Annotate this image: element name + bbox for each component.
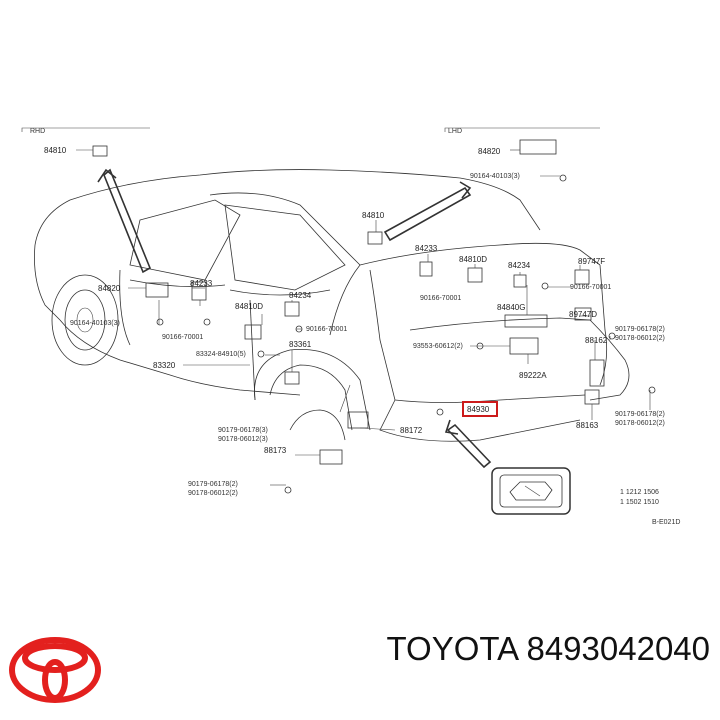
car-body-outline — [34, 169, 630, 442]
part-label: 84233 — [415, 244, 438, 253]
part-label: 84810 — [362, 211, 385, 220]
part-label: 84810 — [44, 146, 67, 155]
part-label: 89747F — [578, 257, 605, 266]
note-label: 90164-40103(3) — [70, 320, 120, 327]
highlighted-part-label: 84930 — [467, 405, 490, 414]
part-label: 84840G — [497, 303, 525, 312]
corner-label-left: RHD — [30, 128, 45, 135]
part-label: 84820 — [478, 147, 501, 156]
part-label: 88173 — [264, 446, 287, 455]
legend-line: 1 1212 1506 — [620, 489, 659, 496]
inset-detail — [491, 467, 571, 515]
part-label: 88172 — [400, 426, 423, 435]
note-label: 90178-06012(2) — [615, 335, 665, 342]
note-labels: 90164-40103(3) 90166-70001 83324-84910(5… — [70, 173, 665, 497]
note-label: 90166-70001 — [162, 334, 203, 341]
note-label: 90166-70001 — [420, 295, 461, 302]
part-label: 84810D — [459, 255, 487, 264]
part-number: 8493042040 — [526, 630, 710, 667]
part-label: 83361 — [289, 340, 312, 349]
highlight-box — [462, 401, 498, 417]
callout-arrows — [97, 168, 492, 469]
part-label: 88162 — [585, 336, 608, 345]
part-label: 83320 — [153, 361, 176, 370]
part-label: 84234 — [289, 291, 312, 300]
corner-bracket-right: LHD — [444, 127, 600, 135]
brand-name: TOYOTA — [386, 630, 518, 667]
note-label: 90179-06178(3) — [218, 427, 268, 434]
part-label: 89222A — [519, 371, 547, 380]
legend-block: 1 1212 1506 1 1502 1510 B-E021D — [620, 489, 680, 526]
corner-label-right: LHD — [448, 128, 462, 135]
note-label: 90179-06178(2) — [615, 326, 665, 333]
note-label: 90179-06178(2) — [615, 411, 665, 418]
legend-line: 1 1502 1510 — [620, 499, 659, 506]
note-label: 83324-84910(5) — [196, 351, 246, 358]
leader-lines — [76, 149, 651, 486]
rear-wheel-arch — [254, 349, 371, 441]
note-label: 90178-06012(2) — [188, 490, 238, 497]
note-label: 90164-40103(3) — [470, 173, 520, 180]
part-label: 84810D — [235, 302, 263, 311]
note-label: 90178-06012(3) — [218, 436, 268, 443]
highlighted-part[interactable]: 84930 — [462, 401, 498, 417]
note-label: 93553-60612(2) — [413, 343, 463, 350]
note-label: 90179-06178(2) — [188, 481, 238, 488]
footer-label: TOYOTA 8493042040 — [386, 630, 710, 668]
part-label: 89747D — [569, 310, 597, 319]
note-label: 90178-06012(2) — [615, 420, 665, 427]
part-label: 84233 — [190, 279, 213, 288]
note-label: 90166-70001 — [306, 326, 347, 333]
note-label: 90166-70001 — [570, 284, 611, 291]
toyota-logo-icon — [9, 637, 101, 703]
ref-code: B-E021D — [652, 519, 680, 526]
part-label: 84234 — [508, 261, 531, 270]
part-label: 88163 — [576, 421, 599, 430]
front-wheel — [51, 274, 119, 366]
part-label: 84820 — [98, 284, 121, 293]
corner-bracket-left: RHD — [21, 127, 150, 135]
part-labels: 84810 84820 84233 84234 84810D 84810 842… — [44, 146, 608, 455]
